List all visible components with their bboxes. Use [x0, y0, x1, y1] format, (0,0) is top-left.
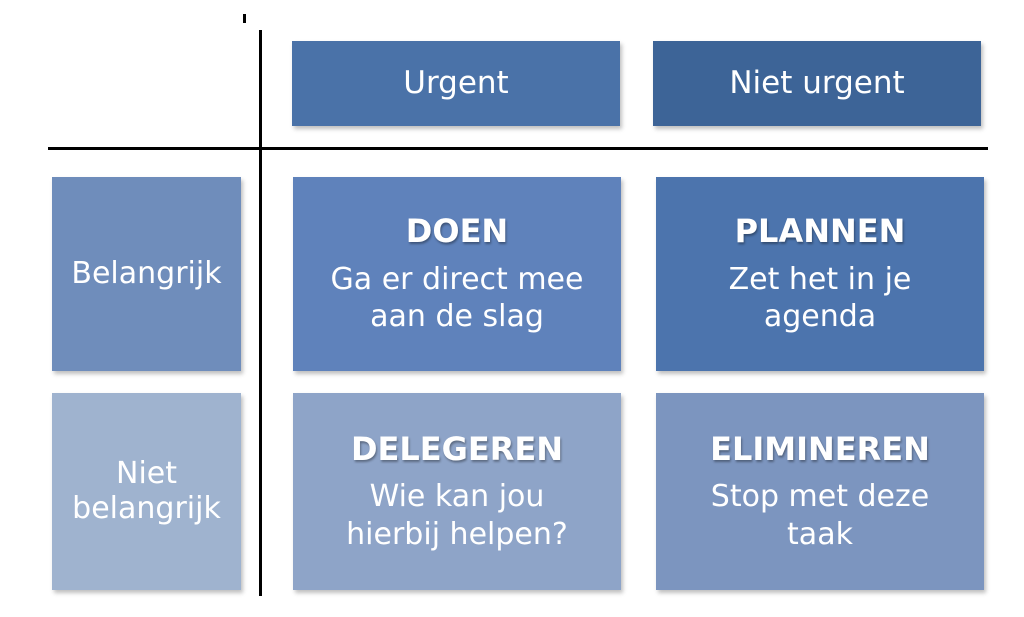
quadrant-eliminate-text: Stop met deze taak — [710, 479, 930, 552]
column-header-not-urgent-label: Niet urgent — [729, 64, 905, 101]
horizontal-axis-line — [48, 147, 988, 150]
quadrant-delegate-title: DELEGEREN — [350, 429, 564, 468]
row-header-not-important-label: Niet belangrijk — [72, 456, 221, 526]
quadrant-eliminate: ELIMINEREN Stop met deze taak — [656, 393, 984, 590]
row-header-important-label: Belangrijk — [71, 255, 222, 291]
column-header-urgent: Urgent — [292, 41, 620, 126]
row-header-important: Belangrijk — [52, 177, 241, 371]
quadrant-delegate: DELEGEREN Wie kan jou hierbij helpen? — [293, 393, 621, 590]
quadrant-do: DOEN Ga er direct mee aan de slag — [293, 177, 621, 371]
quadrant-plan-text: Zet het in je agenda — [728, 261, 912, 335]
quadrant-do-text: Ga er direct mee aan de slag — [330, 261, 584, 335]
column-header-not-urgent: Niet urgent — [653, 41, 981, 126]
quadrant-do-title: DOEN — [405, 212, 509, 251]
quadrant-plan: PLANNEN Zet het in je agenda — [656, 177, 984, 371]
axis-tick-mark — [243, 14, 246, 23]
vertical-axis-line — [259, 30, 262, 596]
quadrant-eliminate-title: ELIMINEREN — [710, 429, 930, 468]
quadrant-plan-title: PLANNEN — [734, 212, 906, 251]
row-header-not-important: Niet belangrijk — [52, 393, 241, 590]
quadrant-delegate-text: Wie kan jou hierbij helpen? — [346, 479, 568, 552]
column-header-urgent-label: Urgent — [403, 64, 509, 101]
